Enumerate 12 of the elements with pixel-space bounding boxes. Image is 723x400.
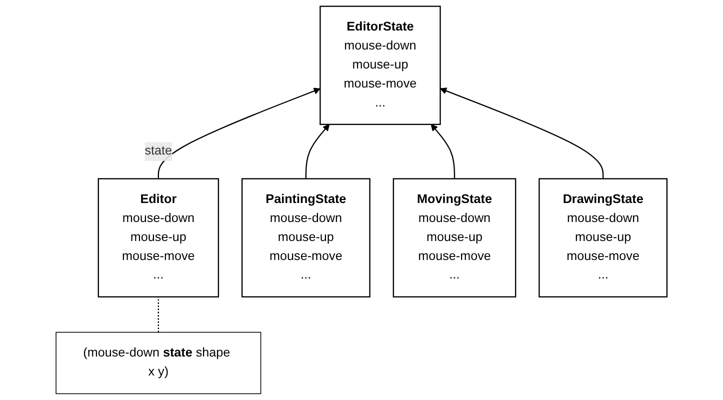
node-box: PaintingState mouse-down mouse-up mouse-move ... [241,178,370,298]
arrow [305,124,330,179]
node-box: Editor mouse-down mouse-up mouse-move ... [98,178,220,298]
node-box: EditorState mouse-down mouse-up mouse-move ... [320,6,441,125]
node-box: DrawingState mouse-down mouse-up mouse-move ... [538,178,668,298]
arrow [440,88,604,179]
node-box: MovingState mouse-down mouse-up mouse-move ... [392,178,516,298]
node-box: (mouse-down state shape x y) [56,332,262,394]
arrow [158,88,320,179]
arrow [430,124,456,179]
edge-label: state [144,144,172,158]
connector [158,296,159,332]
